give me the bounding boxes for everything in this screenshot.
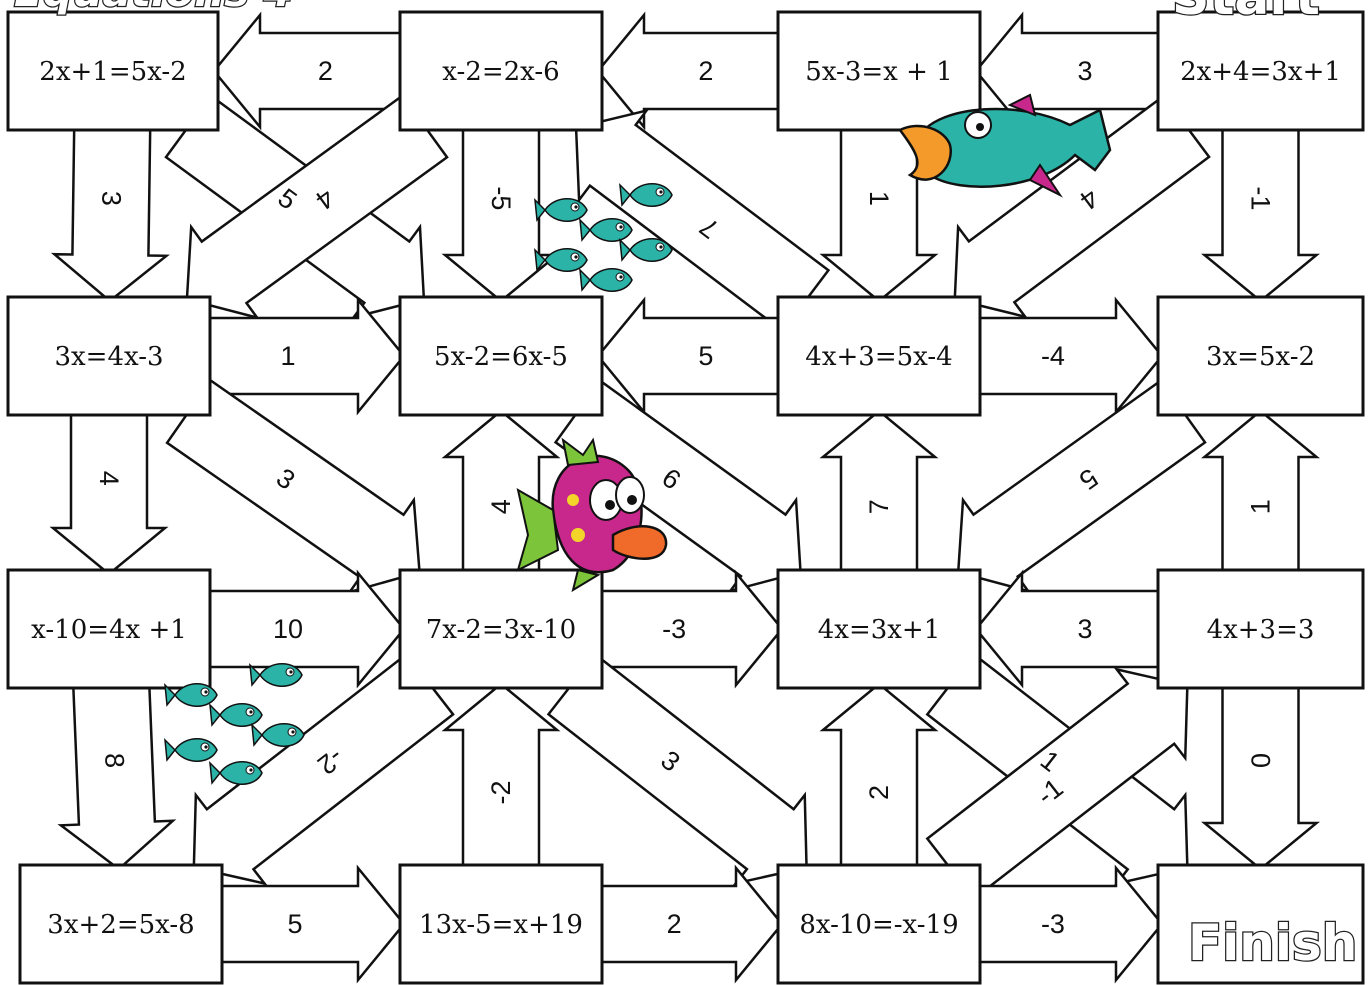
equation-text: x-10=4x +1 xyxy=(31,615,187,645)
cell-r1c1[interactable]: 5x-2=6x-5 xyxy=(398,295,604,417)
path-arrow[interactable] xyxy=(596,296,786,416)
equation-text: 4x=3x+1 xyxy=(818,615,941,645)
arrow-label: 2 xyxy=(667,909,682,939)
teal-fish-icon xyxy=(898,93,1112,198)
cell-r0c2[interactable]: 5x-3=x + 1 xyxy=(776,10,982,132)
worksheet-title: Equations 4 xyxy=(14,0,293,16)
arrow-label: 8 xyxy=(99,752,130,768)
path-arrow[interactable] xyxy=(214,864,406,984)
path-arrow[interactable] xyxy=(537,640,841,911)
arrow-label: 3 xyxy=(96,191,126,206)
finish-cell[interactable] xyxy=(1156,863,1365,985)
path-arrow[interactable] xyxy=(1201,122,1320,303)
path-arrow[interactable] xyxy=(594,569,784,689)
arrow-label: 5 xyxy=(287,909,302,939)
purple-fish-icon xyxy=(516,437,668,593)
path-arrow[interactable] xyxy=(212,11,408,131)
equation-text: 13x-5=x+19 xyxy=(419,910,583,940)
arrow-label: -4 xyxy=(1041,341,1065,371)
equation-text: 3x=4x-3 xyxy=(54,342,163,372)
equation-text: 4x+3=5x-4 xyxy=(805,342,952,372)
finish-label: Finish xyxy=(1188,914,1357,972)
fish-school-icon xyxy=(534,182,673,292)
arrow-label: 3 xyxy=(1078,56,1093,86)
path-arrow[interactable] xyxy=(542,83,839,345)
equation-text: x-2=2x-6 xyxy=(442,57,559,87)
arrow-label: 2 xyxy=(318,56,333,86)
path-arrow[interactable] xyxy=(819,122,939,303)
path-arrow[interactable] xyxy=(974,569,1166,689)
equation-text: 2x+4=3x+1 xyxy=(1180,57,1341,87)
start-label: Start xyxy=(1172,0,1320,27)
arrow-label: 2 xyxy=(864,785,894,800)
cells-layer: 2x+1=5x-2 x-2=2x-6 5x-3=x + 1 2x+4=3x+1 3x=4… xyxy=(6,10,1365,985)
arrow-label: -2 xyxy=(486,780,516,804)
arrow-label: 4 xyxy=(486,499,516,514)
arrow-label: 10 xyxy=(273,614,303,644)
path-arrow[interactable] xyxy=(202,296,406,416)
cell-r3c1[interactable]: 13x-5=x+19 xyxy=(398,863,604,985)
path-arrow[interactable] xyxy=(49,407,169,576)
cell-r0c0[interactable]: 2x+1=5x-2 xyxy=(6,10,220,132)
cell-r1c0[interactable]: 3x=4x-3 xyxy=(6,295,212,417)
path-arrow[interactable] xyxy=(594,864,784,984)
cell-r3c2[interactable]: 8x-10=-x-19 xyxy=(776,863,982,985)
cell-r2c3[interactable]: 4x+3=3 xyxy=(1156,568,1365,690)
equation-text: 3x=5x-2 xyxy=(1206,342,1315,372)
path-arrow[interactable] xyxy=(972,864,1164,984)
path-arrow[interactable] xyxy=(202,569,406,689)
cell-r1c2[interactable]: 4x+3=5x-4 xyxy=(776,295,982,417)
cell-r2c1[interactable]: 7x-2=3x-10 xyxy=(398,568,604,690)
path-arrow[interactable] xyxy=(50,122,170,303)
equation-text: 5x-3=x + 1 xyxy=(805,57,952,87)
arrow-label: 1 xyxy=(280,341,295,371)
cell-r2c2[interactable]: 4x=3x+1 xyxy=(776,568,982,690)
cell-r2c0[interactable]: x-10=4x +1 xyxy=(6,568,212,690)
path-arrow[interactable] xyxy=(157,366,452,619)
arrow-label: 1 xyxy=(864,191,894,206)
arrow-label: -5 xyxy=(486,186,516,210)
arrow-label: -1 xyxy=(1246,186,1276,210)
arrow-label: -3 xyxy=(1041,909,1065,939)
equation-text: 5x-2=6x-5 xyxy=(434,342,568,372)
path-arrow[interactable] xyxy=(819,682,939,873)
path-arrow[interactable] xyxy=(159,640,464,912)
equation-text: 7x-2=3x-10 xyxy=(426,615,576,645)
cell-r0c1[interactable]: x-2=2x-6 xyxy=(398,10,604,132)
arrow-label: 0 xyxy=(1246,753,1276,768)
equation-text: 3x+2=5x-8 xyxy=(47,910,194,940)
path-arrow[interactable] xyxy=(916,641,1221,913)
cell-r1c3[interactable]: 3x=5x-2 xyxy=(1156,295,1365,417)
equation-text: 8x-10=-x-19 xyxy=(799,910,958,940)
arrow-label: 3 xyxy=(1078,614,1093,644)
path-arrow[interactable] xyxy=(972,296,1164,416)
path-arrow[interactable] xyxy=(1201,409,1320,578)
path-arrow[interactable] xyxy=(596,11,786,131)
path-arrow[interactable] xyxy=(441,122,561,303)
arrow-label: 7 xyxy=(864,499,894,514)
arrows-layer xyxy=(49,11,1320,984)
path-arrow[interactable] xyxy=(55,679,177,872)
fish-school-icon xyxy=(164,662,305,785)
arrow-label: 4 xyxy=(94,471,124,486)
path-arrow[interactable] xyxy=(921,82,1220,345)
cell-r0c3[interactable]: 2x+4=3x+1 xyxy=(1156,10,1365,132)
equation-text: 2x+1=5x-2 xyxy=(39,57,186,87)
path-arrow[interactable] xyxy=(1201,680,1320,871)
cell-r3c0[interactable]: 3x+2=5x-8 xyxy=(18,863,224,985)
path-arrow[interactable] xyxy=(154,81,458,344)
path-arrow[interactable] xyxy=(441,682,561,873)
arrow-label: 2 xyxy=(698,56,713,86)
arrow-label: 5 xyxy=(698,341,713,371)
arrow-label: -3 xyxy=(662,614,686,644)
arrow-label: 1 xyxy=(1246,499,1276,514)
path-arrow[interactable] xyxy=(819,409,939,578)
equation-text: 4x+3=3 xyxy=(1207,615,1315,645)
